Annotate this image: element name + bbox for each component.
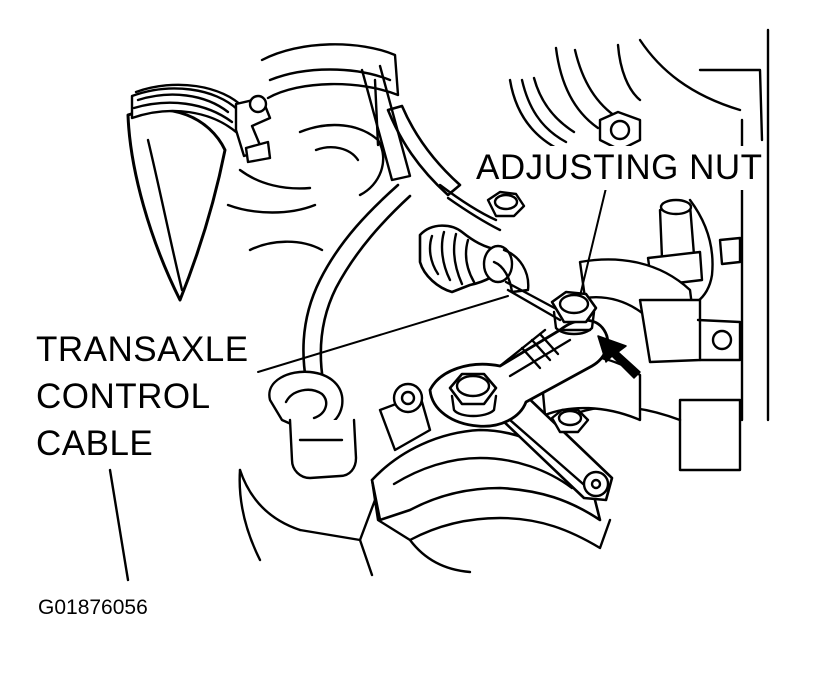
transaxle-label-line-2: CONTROL — [36, 377, 211, 416]
engine-right-structure — [508, 28, 770, 472]
cable-rod — [504, 280, 564, 322]
hose-clamp — [234, 94, 272, 164]
adjusting-nut-label: ADJUSTING NUT — [476, 146, 763, 190]
upper-engine-parts — [226, 43, 400, 252]
transaxle-housing — [108, 382, 432, 582]
transaxle-cable-leader — [257, 295, 509, 373]
transaxle-label-line-1: TRANSAXLE — [36, 330, 249, 369]
adjusting-nut-arrow — [597, 335, 641, 379]
figure-id: G01876056 — [38, 596, 148, 619]
cable-boot — [418, 224, 530, 294]
leader-lines — [257, 187, 607, 373]
lower-bolt — [550, 408, 590, 434]
transaxle-control-cable-label: TRANSAXLE CONTROL CABLE — [36, 326, 249, 467]
cable-housing — [360, 64, 502, 232]
pivot-nut — [448, 372, 498, 418]
adjusting-nut — [550, 290, 598, 336]
cable-clip — [268, 370, 358, 480]
adjusting-nut-leader — [579, 187, 607, 297]
intake-hose — [126, 83, 246, 302]
control-lever — [428, 318, 609, 428]
transaxle-label-line-3: CABLE — [36, 424, 154, 463]
curved-tube — [302, 183, 412, 402]
upper-bolt — [486, 190, 526, 218]
